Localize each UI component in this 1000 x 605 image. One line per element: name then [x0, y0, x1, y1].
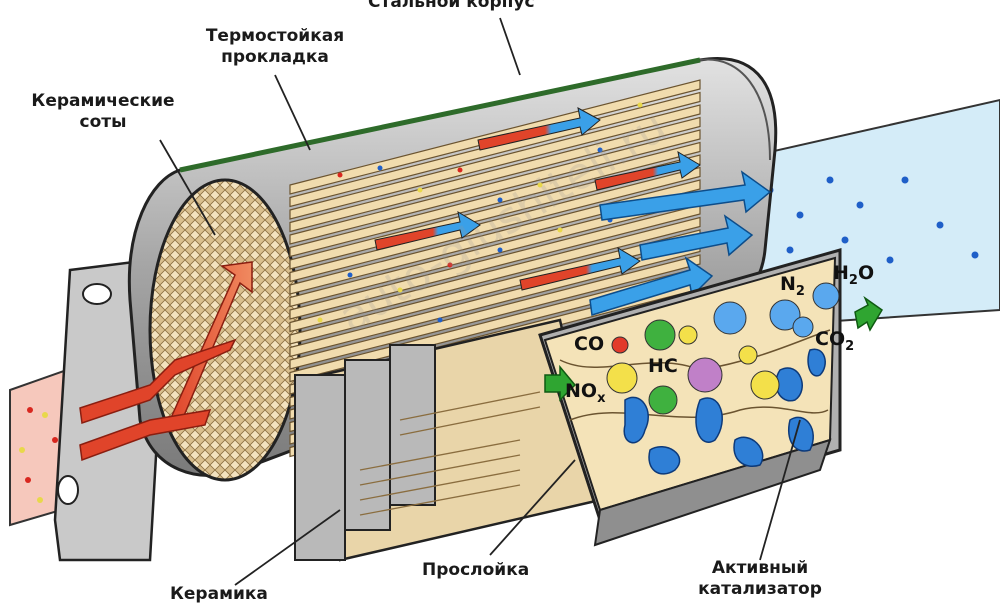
h2o-sub: 2	[848, 272, 858, 288]
co2-label: CO2	[815, 328, 854, 354]
ceramic-honeycomb-label-line2: соты	[79, 112, 127, 132]
channel-slat	[289, 179, 701, 295]
gas-particle	[597, 147, 603, 153]
gas-particle	[457, 167, 463, 173]
channel-slat	[289, 141, 701, 258]
hc-label: HC	[648, 355, 678, 377]
nox-sub: x	[597, 390, 606, 406]
gas-particle	[397, 287, 403, 293]
nox-main: NO	[565, 380, 598, 402]
gas-particle	[417, 187, 423, 193]
gasket-label-line1: Термостойкая	[205, 26, 345, 46]
active-catalyst-label-line1: Активный	[711, 558, 809, 578]
co2-sub: 2	[845, 338, 855, 354]
green-arrows	[544, 295, 884, 402]
channel-slat	[289, 254, 701, 370]
gas-particle	[437, 317, 443, 323]
steel-casing-label: Стальной корпус	[368, 0, 535, 12]
honeycomb-face	[148, 178, 302, 482]
n2-main: N	[780, 273, 796, 295]
gas-particle	[337, 172, 343, 178]
channel-slat	[289, 129, 701, 245]
ceramics-label: Керамика	[170, 584, 268, 604]
h2o-tail: O	[857, 262, 875, 284]
gas-particle	[637, 102, 643, 108]
n2-label: N2	[780, 273, 805, 299]
molecules	[606, 282, 840, 415]
ceramic-honeycomb-label-line1: Керамические	[31, 91, 175, 111]
co-label: CO	[574, 333, 605, 355]
gas-particle	[497, 197, 503, 203]
co2-main: CO	[815, 328, 846, 350]
gasket-label-line2: прокладка	[221, 47, 329, 67]
gas-particle	[497, 247, 503, 253]
gas-particle	[377, 165, 383, 171]
channel-slat	[289, 204, 701, 320]
ceramic-honeycomb-label: Керамические соты	[8, 91, 198, 133]
gas-particle	[347, 272, 353, 278]
h2o-label: H2O	[833, 262, 874, 288]
washcoat-label: Прослойка	[422, 560, 530, 580]
gasket-label: Термостойкая прокладка	[180, 26, 370, 68]
gas-particle	[557, 227, 563, 233]
active-catalyst-label: Активный катализатор	[660, 558, 860, 600]
n2-sub: 2	[795, 283, 805, 299]
channel-slat	[289, 104, 701, 220]
channel-slat	[289, 116, 701, 233]
active-catalyst-label-line2: катализатор	[698, 579, 822, 599]
channel-slat	[289, 166, 701, 283]
channel-slat	[289, 216, 701, 333]
gas-particle	[447, 262, 453, 268]
flow-arrows	[79, 107, 772, 462]
h2o-main: H	[833, 262, 849, 284]
leader-lines	[159, 17, 801, 586]
nox-label: NOx	[565, 380, 605, 406]
gas-particle	[537, 182, 543, 188]
gas-particle	[317, 317, 323, 323]
active-catalyst-blobs	[623, 348, 826, 475]
